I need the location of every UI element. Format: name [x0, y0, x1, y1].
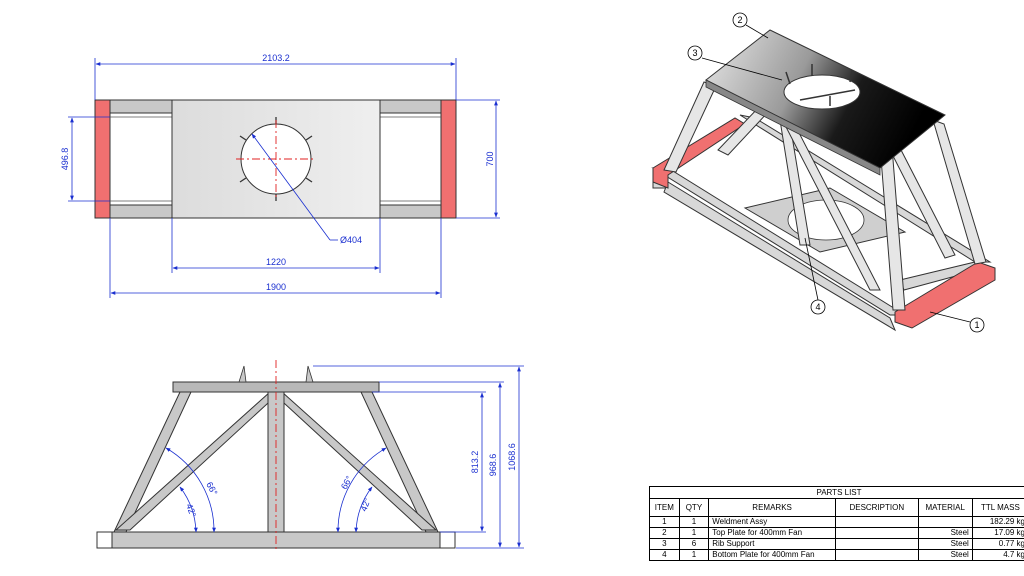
parts-list-table: PARTS LIST ITEM QTY REMARKS DESCRIPTION …: [649, 486, 1024, 561]
iso-balloons: 2 3 4 1: [687, 12, 985, 333]
row-description: [834, 538, 919, 550]
header-material: MATERIAL: [917, 498, 973, 517]
row-description: [834, 527, 919, 539]
dim-inner-height: 496.8: [60, 148, 70, 171]
dim-angle-inner-right: 42°: [358, 496, 372, 513]
row-mass: 0.77 kg: [971, 538, 1024, 550]
table-row: 3 6 Rib Support Steel 0.77 kg: [649, 538, 1024, 550]
dim-overall-depth: 700: [485, 151, 495, 166]
top-left-end-member: [94, 99, 111, 219]
top-centerlines: [236, 120, 316, 198]
row-mass: 4.7 kg: [971, 549, 1024, 561]
header-qty: QTY: [678, 498, 710, 517]
front-height-dims: [313, 365, 524, 549]
dim-height-1: 813.2: [470, 451, 480, 474]
header-mass: TTL MASS: [971, 498, 1024, 517]
dim-angle-inner-left: 42°: [184, 502, 198, 519]
dim-hole-diameter: Ø404: [340, 235, 362, 245]
row-item: 2: [649, 527, 680, 539]
front-base-end-left: [96, 531, 113, 549]
dim-height-3: 1068.6: [507, 443, 517, 471]
dim-plate-width: 1220: [266, 257, 286, 267]
header-remarks: REMARKS: [708, 498, 836, 517]
row-mass: 17.09 kg: [971, 527, 1024, 539]
iso-fan-hole: [783, 74, 861, 110]
row-material: Steel: [917, 549, 973, 561]
row-mass: 182.29 kg: [971, 516, 1024, 528]
row-description: [834, 549, 919, 561]
row-item: 4: [649, 549, 680, 561]
balloon-4: 4: [815, 302, 820, 312]
front-angle-dims: [165, 447, 387, 533]
top-rail-lower-left: [109, 204, 173, 219]
dim-overall-width: 2103.2: [262, 53, 290, 63]
iso-ribs: [785, 64, 856, 106]
dim-angle-outer-right: 66°: [339, 474, 354, 491]
header-item: ITEM: [649, 498, 680, 517]
balloon-1: 1: [974, 320, 979, 330]
iso-view: 2 3 4 1: [651, 12, 996, 333]
row-item: 3: [649, 538, 680, 550]
table-row: 1 1 Weldment Assy 182.29 kg: [649, 516, 1024, 528]
top-rail-upper-left: [109, 99, 173, 114]
row-item: 1: [649, 516, 680, 528]
dim-height-2: 968.6: [488, 454, 498, 477]
top-rail-upper-right: [379, 99, 442, 114]
table-row: 2 1 Top Plate for 400mm Fan Steel 17.09 …: [649, 527, 1024, 539]
iso-red-member-left: [652, 117, 746, 189]
top-right-end-member: [440, 99, 457, 219]
balloon-3: 3: [692, 48, 697, 58]
row-material: Steel: [917, 538, 973, 550]
dim-frame-width: 1900: [266, 282, 286, 292]
row-material: [917, 516, 973, 528]
top-dimensions: [68, 58, 500, 298]
row-qty: 1: [678, 549, 710, 561]
balloon-2: 2: [737, 15, 742, 25]
parts-list-header-row: ITEM QTY REMARKS DESCRIPTION MATERIAL TT…: [649, 498, 1024, 517]
row-description: [834, 516, 919, 528]
table-row: 4 1 Bottom Plate for 400mm Fan Steel 4.7…: [649, 549, 1024, 561]
front-base-end-right: [439, 531, 456, 549]
row-qty: 1: [678, 527, 710, 539]
parts-list-title: PARTS LIST: [649, 486, 1024, 499]
row-remarks: Weldment Assy: [708, 516, 836, 528]
row-remarks: Rib Support: [708, 538, 836, 550]
row-qty: 1: [678, 516, 710, 528]
row-remarks: Top Plate for 400mm Fan: [708, 527, 836, 539]
top-rail-lower-right: [379, 204, 442, 219]
row-qty: 6: [678, 538, 710, 550]
front-view: 66° 42° 66° 42° 813.2 968.6 1068.6: [96, 360, 524, 552]
top-view: 2103.2 496.8 700 1220 1900 Ø404: [60, 53, 500, 298]
row-remarks: Bottom Plate for 400mm Fan: [708, 549, 836, 561]
header-description: DESCRIPTION: [834, 498, 919, 517]
row-material: Steel: [917, 527, 973, 539]
